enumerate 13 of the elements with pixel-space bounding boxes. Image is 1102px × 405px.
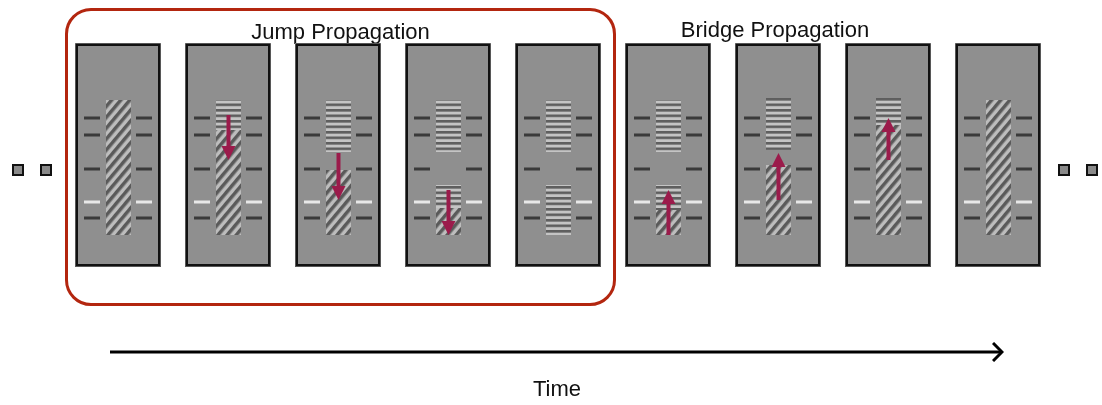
picture [185,43,271,267]
picture [735,43,821,267]
picture [625,43,711,267]
section-heading: Bridge Propagation [680,17,870,43]
picture [75,43,161,267]
picture [295,43,381,267]
picture [405,43,491,267]
axis-label: Time [532,376,582,402]
rounded-frame [65,8,616,306]
group-heading: Jump Propagation [250,19,431,45]
picture [845,43,931,267]
picture [955,43,1041,267]
picture [515,43,601,267]
